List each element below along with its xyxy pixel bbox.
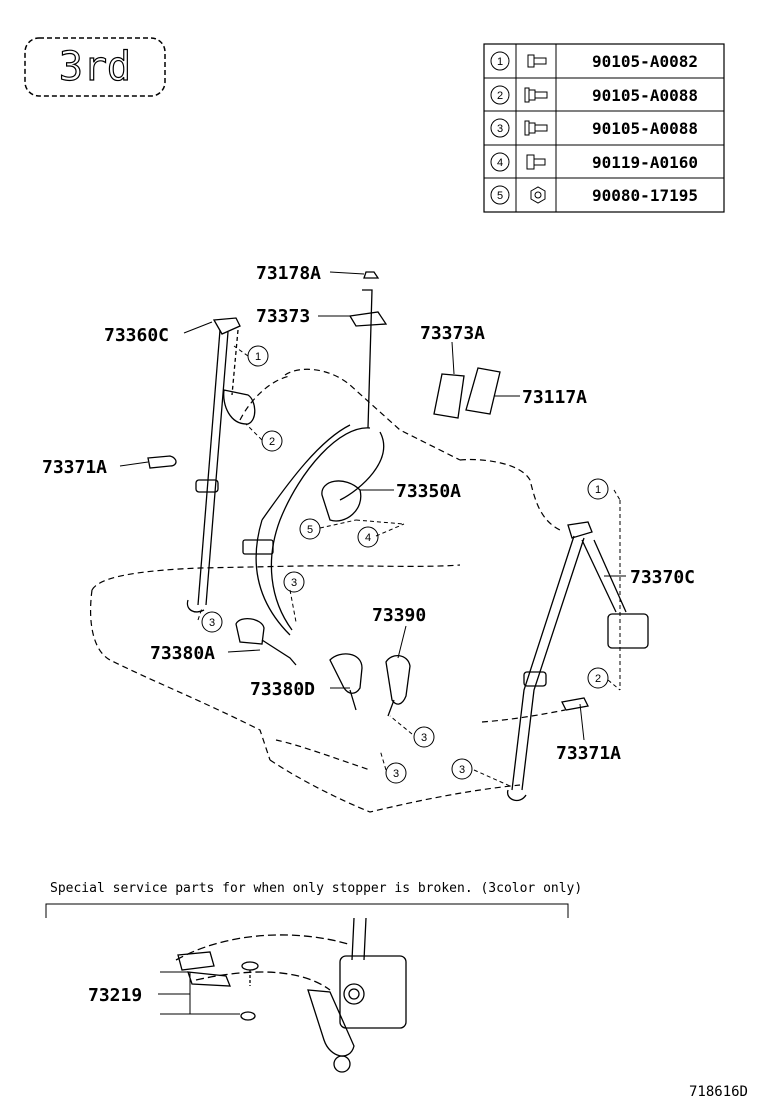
part-label-73373A: 73373A — [420, 323, 485, 344]
part-label-73390: 73390 — [372, 605, 426, 626]
badge-text: 3rd — [59, 44, 131, 90]
callout-markers — [201, 345, 609, 784]
marker-3: 3 — [393, 768, 399, 780]
right-belt-assembly — [507, 521, 649, 802]
marker-1: 1 — [255, 351, 261, 363]
seat-outline — [90, 368, 566, 813]
special-parts-section: Special service parts for when only stop… — [45, 881, 582, 1073]
marker-3: 3 — [459, 764, 465, 776]
marker-1: 1 — [595, 484, 601, 496]
marker-5: 5 — [307, 524, 313, 536]
buckle-parts — [235, 618, 411, 717]
right-clip-part — [561, 697, 589, 711]
table-part-number: 90105-A0088 — [592, 86, 698, 105]
part-label-73371A-left: 73371A — [42, 457, 107, 478]
part-label-73350A: 73350A — [396, 481, 461, 502]
table-part-number: 90105-A0088 — [592, 119, 698, 138]
left-belt-assembly — [186, 317, 256, 613]
marker-3: 3 — [421, 732, 427, 744]
table-part-number: 90105-A0082 — [592, 52, 698, 71]
part-label-73178A: 73178A — [256, 263, 321, 284]
left-clip-part — [147, 455, 177, 469]
flange-bolt-icon — [524, 120, 548, 136]
table-row-index: 3 — [497, 123, 503, 135]
bracket-parts — [433, 367, 501, 419]
nut-icon — [530, 186, 546, 204]
table-part-number: 90080-17195 — [592, 186, 698, 205]
marker-4: 4 — [365, 532, 371, 544]
marker-2: 2 — [595, 673, 601, 685]
bolt-icon — [527, 54, 547, 68]
part-label-73117A: 73117A — [522, 387, 587, 408]
bolt-icon — [526, 154, 546, 170]
table-row-index: 1 — [497, 56, 503, 68]
part-label-73380D: 73380D — [250, 679, 315, 700]
table-part-number: 90119-A0160 — [592, 153, 698, 172]
part-label-73373: 73373 — [256, 306, 310, 327]
table-row-index: 5 — [497, 190, 503, 202]
table-row-index: 4 — [497, 157, 503, 169]
table-row-index: 2 — [497, 90, 503, 102]
marker-2: 2 — [269, 436, 275, 448]
part-label-73380A: 73380A — [150, 643, 215, 664]
row-badge: 3rd — [24, 37, 166, 97]
table-row-index-circle — [490, 51, 510, 71]
part-labels: 73178A 73373 73360C 73373A 73117A 73371A… — [42, 263, 695, 1006]
part-label-73360C: 73360C — [104, 325, 169, 346]
part-label-73219: 73219 — [88, 985, 142, 1006]
flange-bolt-icon — [524, 87, 548, 103]
stopper-detail-drawing — [175, 917, 407, 1073]
fastener-table: 1 90105-A0082 2 90105-A0088 3 90105-A008… — [483, 43, 725, 213]
marker-3: 3 — [209, 617, 215, 629]
leader-lines — [119, 271, 626, 1015]
special-parts-note: Special service parts for when only stop… — [50, 881, 582, 896]
marker-leaders — [197, 345, 621, 787]
part-label-73370C: 73370C — [630, 567, 695, 588]
diagram-code: 718616D — [689, 1084, 748, 1100]
callout-marker-labels: 1 2 5 4 3 3 1 2 3 3 3 — [209, 351, 601, 780]
marker-3: 3 — [291, 577, 297, 589]
part-label-73371A-right: 73371A — [556, 743, 621, 764]
